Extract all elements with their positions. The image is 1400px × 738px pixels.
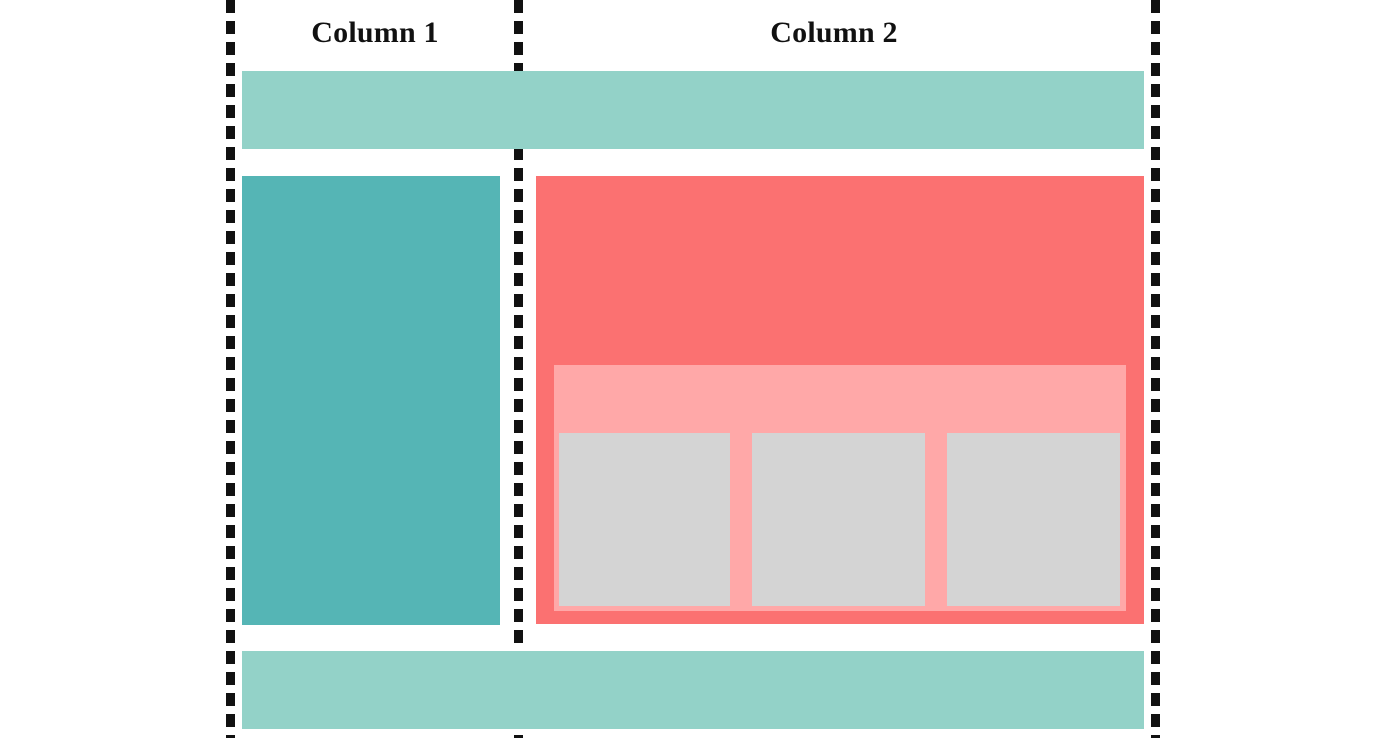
column-guide-right [1151,0,1160,738]
column-guide-left [226,0,235,738]
column-2-label: Column 2 [770,16,898,49]
sidebar-block [242,176,500,625]
header-band [242,71,1144,149]
card [752,433,925,606]
card [947,433,1120,606]
card [559,433,730,606]
footer-band [242,651,1144,729]
column-1-label: Column 1 [311,16,439,49]
column-guide-middle [514,0,523,738]
